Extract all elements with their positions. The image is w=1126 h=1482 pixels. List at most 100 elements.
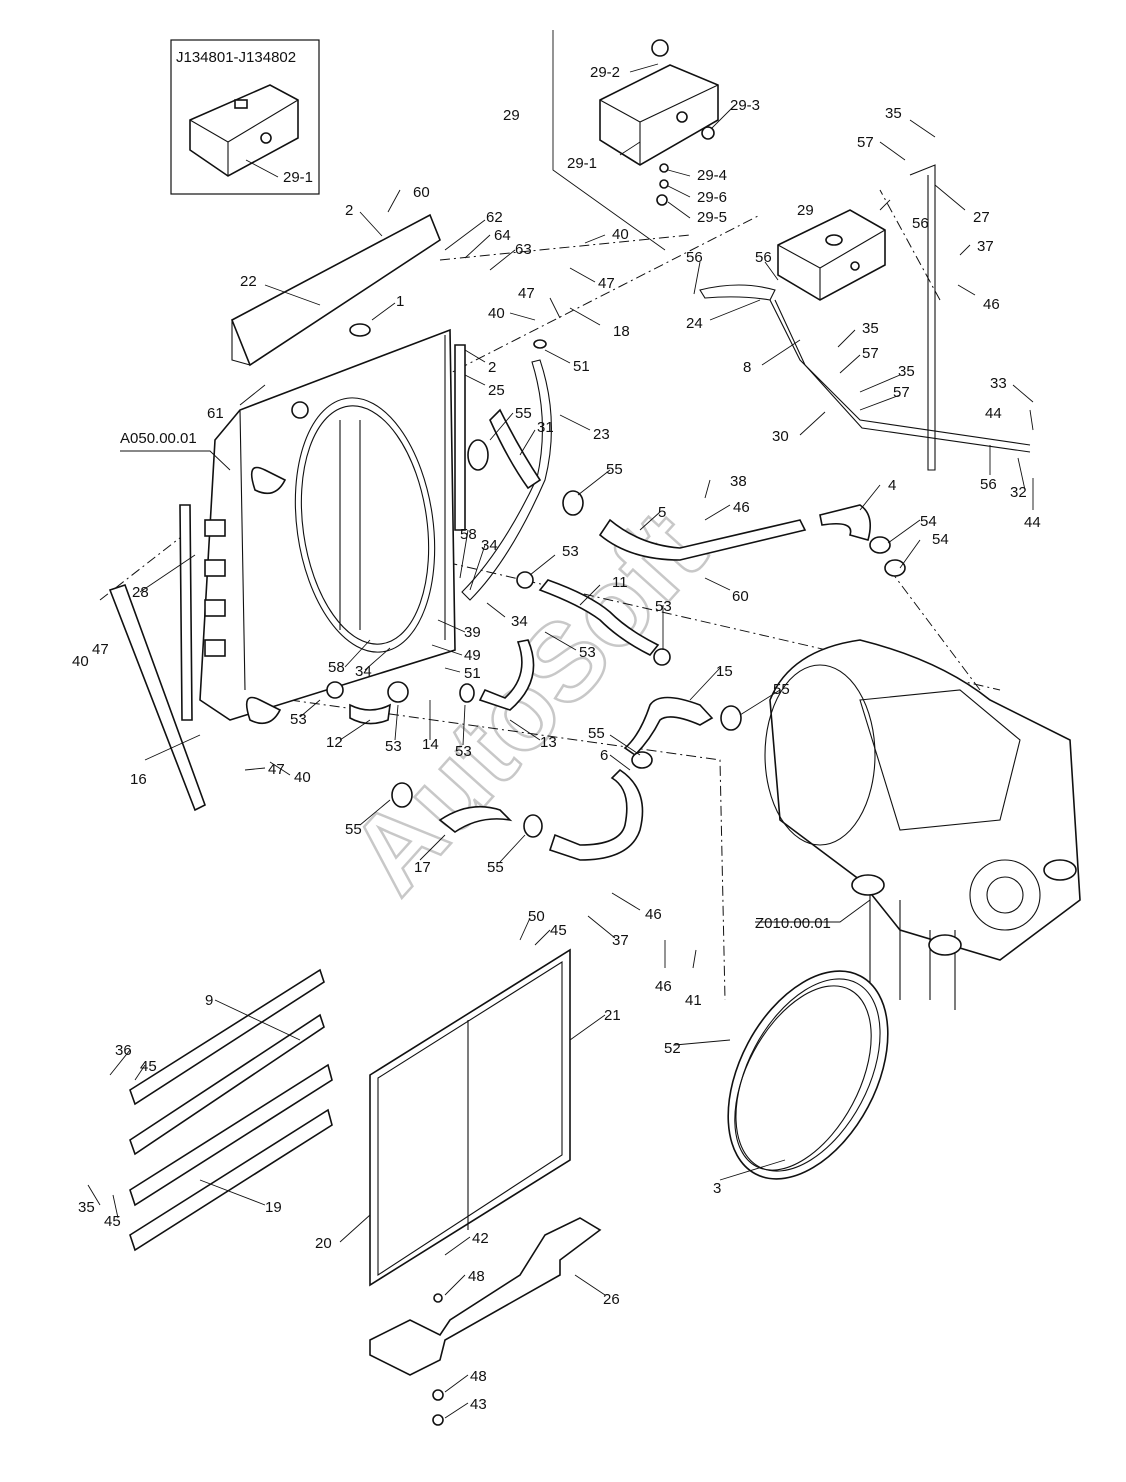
callout: 37 bbox=[977, 238, 994, 255]
callout: 23 bbox=[593, 426, 610, 443]
callout: 47 bbox=[598, 275, 615, 292]
inset-part-label: 29-1 bbox=[283, 169, 313, 186]
callout: 58 bbox=[328, 659, 345, 676]
callout: 51 bbox=[464, 665, 481, 682]
callout: 14 bbox=[422, 736, 439, 753]
callout: 63 bbox=[515, 241, 532, 258]
callout: 19 bbox=[265, 1199, 282, 1216]
callout: 60 bbox=[732, 588, 749, 605]
callout: 53 bbox=[579, 644, 596, 661]
callout: 2 bbox=[488, 359, 496, 376]
callout: 15 bbox=[716, 663, 733, 680]
fan-ring bbox=[727, 970, 889, 1180]
callout: 42 bbox=[472, 1230, 489, 1247]
callout: 21 bbox=[604, 1007, 621, 1024]
callout: 26 bbox=[603, 1291, 620, 1308]
callout: 35 bbox=[862, 320, 879, 337]
callout: 54 bbox=[920, 513, 937, 530]
callout: 12 bbox=[326, 734, 343, 751]
callout: 11 bbox=[612, 574, 628, 591]
side-bracket-28 bbox=[179, 504, 193, 721]
callout: 29-3 bbox=[730, 97, 760, 114]
callout: 55 bbox=[345, 821, 362, 838]
callout: 53 bbox=[290, 711, 307, 728]
callout: 58 bbox=[460, 526, 477, 543]
callout: 46 bbox=[655, 978, 672, 995]
callout: 64 bbox=[494, 227, 511, 244]
callout: 2 bbox=[345, 202, 353, 219]
callout: 54 bbox=[932, 531, 949, 548]
expansion-tank-main bbox=[777, 209, 886, 301]
callout: 48 bbox=[470, 1368, 487, 1385]
callout: 34 bbox=[511, 613, 528, 630]
callout: 55 bbox=[773, 681, 790, 698]
mounting-straps bbox=[129, 968, 333, 1252]
callout: 44 bbox=[985, 405, 1002, 422]
callout: 49 bbox=[464, 647, 481, 664]
callout: 29-4 bbox=[697, 167, 727, 184]
callout: 48 bbox=[468, 1268, 485, 1285]
callout: 51 bbox=[573, 358, 590, 375]
callout: 57 bbox=[857, 134, 874, 151]
callout: 9 bbox=[205, 992, 213, 1009]
callout: 27 bbox=[973, 209, 990, 226]
callout: 8 bbox=[743, 359, 751, 376]
callout: 1 bbox=[396, 293, 404, 310]
hose-clamps bbox=[326, 339, 906, 838]
callout: 40 bbox=[612, 226, 629, 243]
callout: 18 bbox=[613, 323, 630, 340]
callout: 46 bbox=[733, 499, 750, 516]
callout: 29-1 bbox=[567, 155, 597, 172]
callout: 55 bbox=[588, 725, 605, 742]
callout: 16 bbox=[130, 771, 147, 788]
callout: 56 bbox=[755, 249, 772, 266]
callout: 38 bbox=[730, 473, 747, 490]
callout: 39 bbox=[464, 624, 481, 641]
callout: 61 bbox=[207, 405, 224, 422]
screen-frame bbox=[369, 948, 571, 1287]
ref-radiator: A050.00.01 bbox=[120, 430, 197, 447]
callout: 40 bbox=[488, 305, 505, 322]
radiator-assembly bbox=[199, 328, 456, 725]
callout: 29-5 bbox=[697, 209, 727, 226]
callout: 29-2 bbox=[590, 64, 620, 81]
callout: 6 bbox=[600, 747, 608, 764]
callout: 52 bbox=[664, 1040, 681, 1057]
callout: 55 bbox=[515, 405, 532, 422]
callout: 53 bbox=[655, 598, 672, 615]
callout: 45 bbox=[104, 1213, 121, 1230]
callout: 60 bbox=[413, 184, 430, 201]
callout: 55 bbox=[487, 859, 504, 876]
callout: 30 bbox=[772, 428, 789, 445]
callout: 41 bbox=[685, 992, 702, 1009]
stay-bar-16 bbox=[108, 583, 206, 812]
callout: 53 bbox=[562, 543, 579, 560]
ref-engine: Z010.00.01 bbox=[755, 915, 831, 932]
callout: 47 bbox=[268, 761, 285, 778]
callout: 20 bbox=[315, 1235, 332, 1252]
callout: 44 bbox=[1024, 514, 1041, 531]
callout: 40 bbox=[72, 653, 89, 670]
callout: 24 bbox=[686, 315, 703, 332]
callout: 40 bbox=[294, 769, 311, 786]
callout: 56 bbox=[686, 249, 703, 266]
callout: 56 bbox=[980, 476, 997, 493]
callout: 62 bbox=[486, 209, 503, 226]
callout: 35 bbox=[885, 105, 902, 122]
callout: 35 bbox=[78, 1199, 95, 1216]
callout: 28 bbox=[132, 584, 149, 601]
callout: 32 bbox=[1010, 484, 1027, 501]
hoses bbox=[349, 164, 1031, 861]
callout: 53 bbox=[455, 743, 472, 760]
inset-title: J134801-J134802 bbox=[176, 49, 296, 66]
callout: 31 bbox=[537, 419, 554, 436]
callout: 33 bbox=[990, 375, 1007, 392]
callout: 25 bbox=[488, 382, 505, 399]
callout: 36 bbox=[115, 1042, 132, 1059]
callout: 57 bbox=[893, 384, 910, 401]
callout: 46 bbox=[983, 296, 1000, 313]
callout: 17 bbox=[414, 859, 431, 876]
callout: 29 bbox=[503, 107, 520, 124]
callout: 57 bbox=[862, 345, 879, 362]
